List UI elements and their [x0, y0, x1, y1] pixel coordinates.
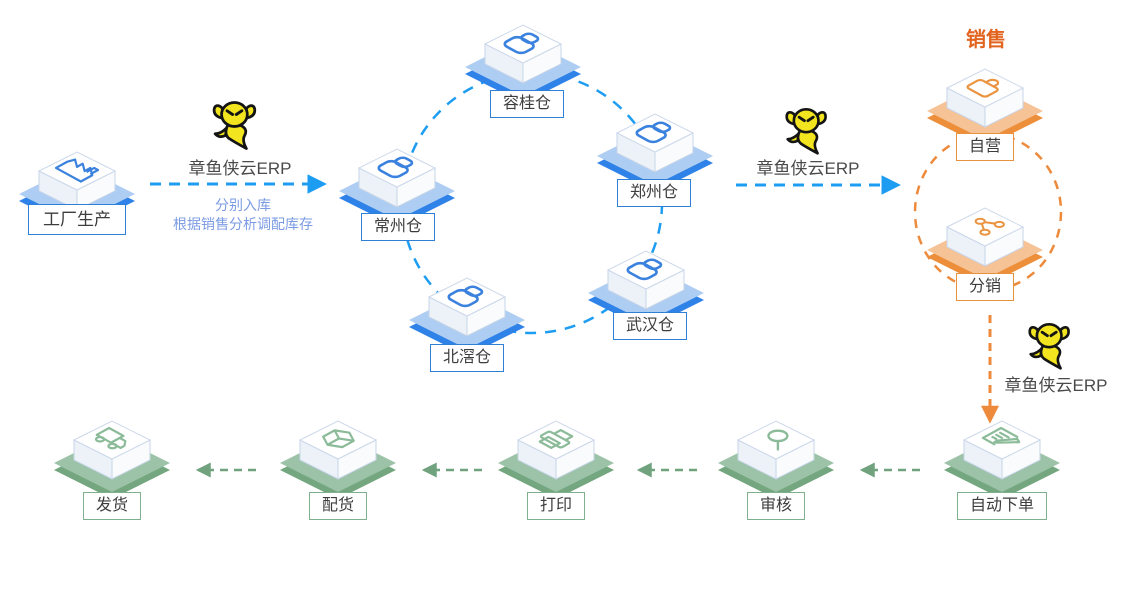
- sales-channel-label-self-operated: 自营: [955, 133, 1015, 161]
- octopus-mascot-icon-1: [212, 101, 257, 150]
- process-label-auto-order: 自动下单: [956, 492, 1048, 520]
- process-node-icon-ship: [53, 420, 171, 500]
- erp-label-1: 章鱼侠云ERP: [188, 159, 292, 178]
- sales-cycle-dashed-circle: [913, 132, 1063, 292]
- warehouse-label-wuhan: 武汉仓: [612, 312, 688, 340]
- process-label-review: 审核: [746, 492, 806, 520]
- process-node-icon-review: [717, 420, 835, 500]
- erp-label-2: 章鱼侠云ERP: [756, 159, 860, 178]
- warehouse-label-changzhou: 常州仓: [360, 213, 436, 241]
- sales-channel-label-distribution: 分销: [955, 273, 1015, 301]
- process-node-icon-print: [497, 420, 615, 500]
- note-line-2: 根据销售分析调配库存: [173, 216, 313, 232]
- warehouse-label-beijiao: 北滘仓: [429, 344, 505, 372]
- sales-section-title: 销售: [966, 29, 1006, 51]
- process-node-icon-allocate: [279, 420, 397, 500]
- process-label-ship: 发货: [82, 492, 142, 520]
- warehouse-label-zhengzhou: 郑州仓: [616, 179, 692, 207]
- warehouse-label-ronggui: 容桂仓: [489, 90, 565, 118]
- process-node-icon-auto-order: [943, 420, 1061, 500]
- note-line-1: 分别入库: [215, 197, 271, 213]
- octopus-mascot-icon-3: [1028, 322, 1071, 370]
- factory-label: 工厂生产: [28, 204, 126, 235]
- erp-label-3: 章鱼侠云ERP: [1004, 376, 1108, 395]
- process-label-print: 打印: [526, 492, 586, 520]
- octopus-mascot-icon-2: [785, 107, 828, 155]
- process-label-allocate: 配货: [308, 492, 368, 520]
